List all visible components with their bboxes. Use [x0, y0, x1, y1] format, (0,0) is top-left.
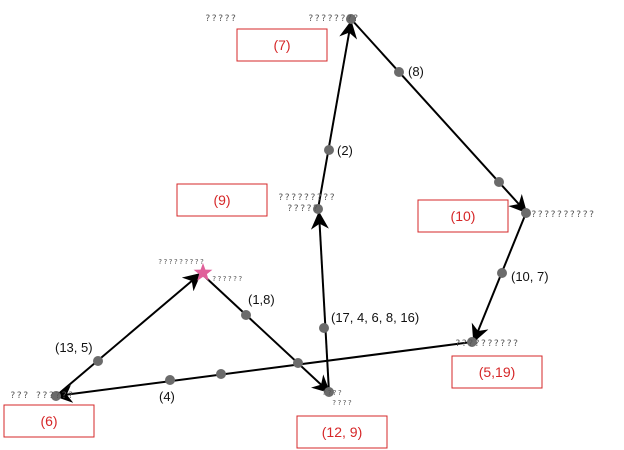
node-label-bottom-line1: ???? — [322, 389, 343, 397]
waypoint-dot — [293, 358, 303, 368]
box-10: (10) — [417, 199, 509, 233]
annotation-boxes: (7) (9) (10) (5,19) (6) (12, 9) — [3, 28, 543, 449]
box-7: (7) — [236, 28, 328, 62]
edge-rightlow-to-left — [54, 341, 473, 403]
node-dot-rightlow — [467, 337, 477, 347]
node-dot-mid — [313, 204, 323, 214]
node-dot-bottom — [324, 387, 334, 397]
waypoint-dot — [324, 145, 334, 155]
node-label-topleft: ????? — [205, 14, 237, 24]
node-label-top: ???????? — [308, 14, 359, 24]
box-9: (9) — [176, 183, 268, 217]
edge-bottom-to-mid — [310, 211, 330, 393]
box-12-9-text: (12, 9) — [322, 424, 362, 440]
box-6-text: (6) — [40, 413, 57, 429]
node-label-bottom-line2: ???? — [332, 399, 353, 407]
edge-mid-to-top — [317, 20, 358, 210]
node-dot-right — [521, 208, 531, 218]
edge-star-to-bottom — [201, 273, 331, 394]
waypoint-dot — [494, 177, 504, 187]
edge-label-13-5: (13, 5) — [55, 340, 93, 355]
edge-label-2: (2) — [337, 143, 353, 158]
edge-label-10-7: (10, 7) — [511, 269, 549, 284]
node-dot-top — [346, 14, 356, 24]
waypoint-dots — [93, 67, 507, 385]
node-dot-left — [51, 391, 61, 401]
edge-labels: (2) (8) (10, 7) (17, 4, 6, 8, 16) (1,8) … — [55, 64, 549, 404]
node-label-star-line1: ????????? — [158, 258, 205, 266]
edge-label-17: (17, 4, 6, 8, 16) — [331, 310, 419, 325]
node-label-right: ?????????? — [531, 210, 595, 220]
box-5-19: (5,19) — [451, 355, 543, 389]
waypoint-dot — [165, 375, 175, 385]
waypoint-dot — [216, 369, 226, 379]
node-label-mid-line2: ????? — [287, 204, 319, 214]
box-10-text: (10) — [451, 208, 476, 224]
node-markers — [51, 14, 531, 401]
waypoint-dot — [241, 310, 251, 320]
waypoint-dot — [497, 268, 507, 278]
edge-left-to-star — [55, 272, 202, 397]
waypoint-dot — [319, 323, 329, 333]
edge-label-4: (4) — [159, 389, 175, 404]
star-icon — [193, 263, 213, 281]
edge-label-1-8: (1,8) — [248, 292, 275, 307]
box-5-19-text: (5,19) — [479, 364, 516, 380]
edges — [54, 18, 528, 403]
edge-label-8: (8) — [408, 64, 424, 79]
box-7-text: (7) — [273, 37, 290, 53]
node-label-mid-line1: ????????? — [278, 193, 336, 203]
box-6: (6) — [3, 404, 95, 438]
node-labels: ????? ???????? ?????????? ????????? ????… — [10, 14, 595, 407]
waypoint-dot — [93, 356, 103, 366]
node-label-left: ??? ?????? — [10, 391, 74, 401]
node-label-rightlow: ?????????? — [455, 339, 519, 349]
waypoint-dot — [394, 67, 404, 77]
node-label-star-line2: ?????? — [212, 275, 243, 283]
box-9-text: (9) — [213, 192, 230, 208]
box-12-9: (12, 9) — [296, 415, 388, 449]
